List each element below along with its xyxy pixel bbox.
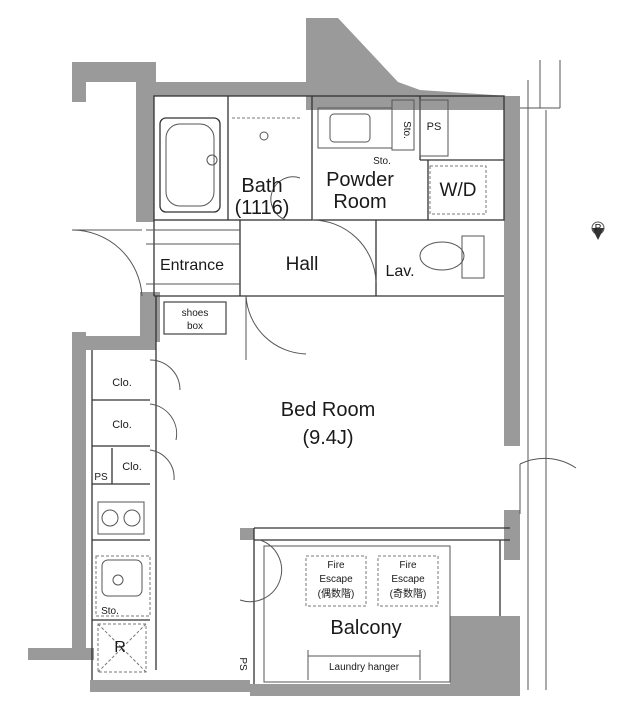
fire-escape-2-line1: Fire [399, 560, 417, 571]
closet-3-label: Clo. [122, 461, 142, 473]
compass-icon [591, 221, 605, 240]
kitchen-sink [95, 555, 151, 617]
fire-escape-1-line1: Fire [327, 560, 345, 571]
partitions [91, 95, 510, 684]
washer-dryer-space [429, 165, 487, 215]
toilet [419, 235, 485, 279]
fire-escape-2-line2: Escape [391, 574, 425, 585]
bed-room-label: Bed Room [281, 399, 376, 421]
laundry-hanger [307, 650, 421, 680]
ps-left-label: PS [94, 472, 108, 483]
closet-1-label: Clo. [112, 377, 132, 389]
bath-label: Bath [241, 175, 282, 197]
compass-label: P [595, 223, 602, 234]
lav-label: Lav. [385, 263, 414, 280]
refrigerator-label: R [114, 639, 126, 656]
fire-escape-1-line2: Escape [319, 574, 353, 585]
fire-escape-2-line3: (奇数階) [390, 587, 427, 600]
laundry-hanger-label: Laundry hanger [329, 662, 400, 673]
bed-room-size-label: (9.4J) [302, 427, 353, 449]
walls [28, 18, 520, 696]
balcony-label: Balcony [330, 617, 401, 639]
shoes-box-label: shoes [182, 308, 209, 319]
fire-escape-1-line3: (偶数階) [318, 587, 355, 600]
hall-label: Hall [286, 254, 319, 275]
powder-room-label: Powder [326, 169, 394, 191]
ps-bottom-label: PS [237, 657, 248, 671]
shoes-box-label-2: box [187, 321, 203, 332]
refrigerator-space [97, 623, 147, 673]
ps-top-label: PS [427, 121, 442, 133]
bathtub [159, 117, 300, 213]
sto-top-label: Sto. [401, 121, 412, 139]
sto-kitchen-label: Sto. [101, 606, 119, 617]
exterior-lines [520, 60, 561, 690]
doors [71, 176, 577, 603]
shoes-box [163, 301, 227, 335]
fire-escape-odd [377, 555, 439, 607]
sto-under-label: Sto. [373, 156, 391, 167]
fire-escape-even [305, 555, 367, 607]
bath-size-label: (1116) [235, 197, 290, 219]
closet-2-label: Clo. [112, 419, 132, 431]
cooktop [97, 501, 145, 535]
entrance-floor-pattern [146, 229, 240, 285]
washbasin [317, 99, 449, 157]
wd-label: W/D [440, 180, 477, 201]
powder-room-label-2: Room [333, 191, 386, 213]
entrance-label: Entrance [160, 257, 224, 274]
